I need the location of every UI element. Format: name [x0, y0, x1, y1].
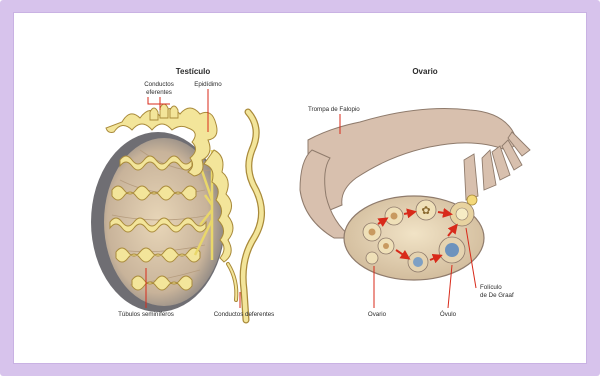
released-ovum: [467, 195, 477, 205]
label-graafian-follicle-line1: Folículo: [480, 284, 502, 291]
label-epididymis: Epidídimo: [194, 81, 222, 88]
ovary-illustration: ✿: [300, 109, 530, 281]
label-efferent-ducts-line2: eferentes: [146, 89, 172, 96]
label-vas-deferens: Conductos deferentes: [214, 311, 275, 318]
testis-illustration: [91, 104, 262, 320]
label-fallopian-tube: Trompa de Falopio: [308, 106, 360, 113]
efferent-ducts: [150, 104, 178, 120]
label-seminiferous-tubules: Túbulos seminíferos: [118, 311, 174, 318]
ovary-title: Ovario: [412, 67, 437, 76]
label-efferent-ducts-line1: Conductos: [144, 81, 174, 88]
label-ovary: Ovario: [368, 311, 387, 318]
vas-deferens: [228, 112, 262, 320]
svg-text:✿: ✿: [421, 204, 430, 217]
testis-title: Testículo: [176, 67, 211, 76]
label-ovum: Óvulo: [440, 311, 457, 318]
label-graafian-follicle-line2: de De Graaf: [480, 292, 514, 299]
